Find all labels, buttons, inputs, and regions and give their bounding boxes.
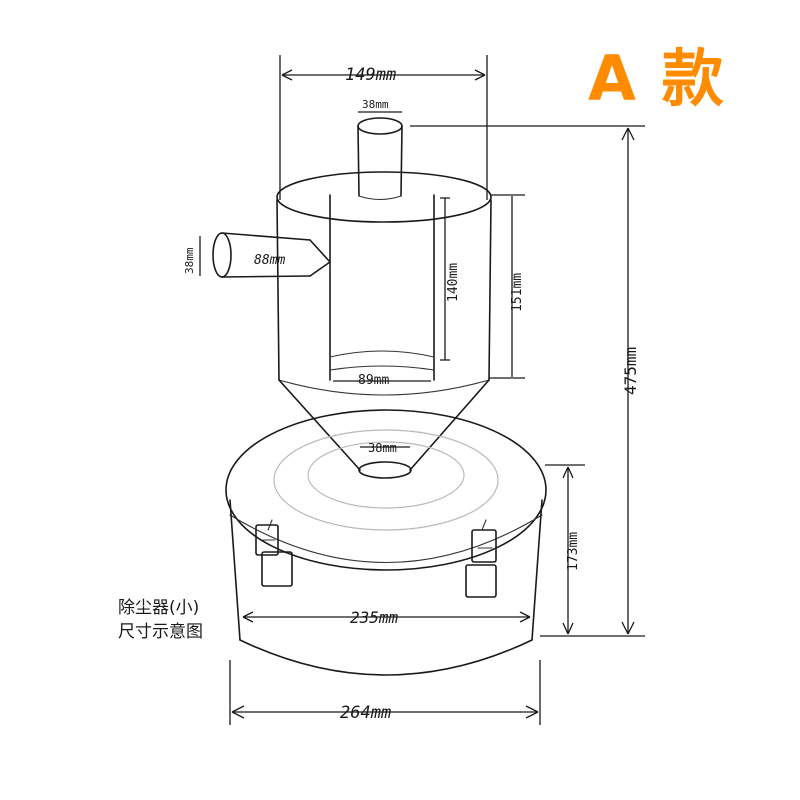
dim-total-height [410, 125, 645, 637]
label-bucket-height: 173mm [566, 532, 581, 571]
label-total-height: 475mm [621, 347, 640, 395]
label-bucket-inner-diameter: 235mm [350, 608, 399, 627]
variant-badge-text: A 款 [588, 42, 726, 115]
caption-line-2: 尺寸示意图 [118, 622, 203, 642]
label-cylinder-height: 151mm [510, 273, 525, 312]
collection-bucket [225, 409, 547, 676]
label-inner-tube-diameter: 89mm [358, 373, 389, 388]
side-inlet-pipe [212, 232, 331, 278]
dim-cylinder-height [489, 194, 525, 379]
dim-bucket-height [545, 464, 585, 635]
cyclone-body [276, 171, 492, 479]
variant-badge: A 款 [588, 28, 726, 118]
label-cone-outlet: 38mm [368, 441, 397, 455]
label-inner-tube-height: 140mm [446, 263, 461, 302]
left-latch [255, 519, 293, 587]
caption-line-1: 除尘器(小) [118, 598, 200, 618]
dim-top-width [279, 55, 488, 200]
dim-inner-tube-height [440, 197, 450, 361]
drawing-caption: 除尘器(小) 尺寸示意图 [118, 596, 203, 644]
label-side-pipe-length: 88mm [254, 253, 285, 268]
label-side-pipe-diameter: 38mm [183, 247, 196, 274]
dim-bucket-outer-diameter [229, 660, 541, 725]
label-bucket-outer-diameter: 264mm [340, 703, 391, 723]
right-latch [465, 519, 497, 598]
top-outlet-pipe [357, 117, 403, 201]
label-top-pipe: 38mm [362, 98, 389, 111]
label-top-width: 149mm [345, 65, 396, 85]
dim-bucket-inner-diameter [242, 611, 531, 623]
inner-vortex-tube [329, 194, 435, 381]
